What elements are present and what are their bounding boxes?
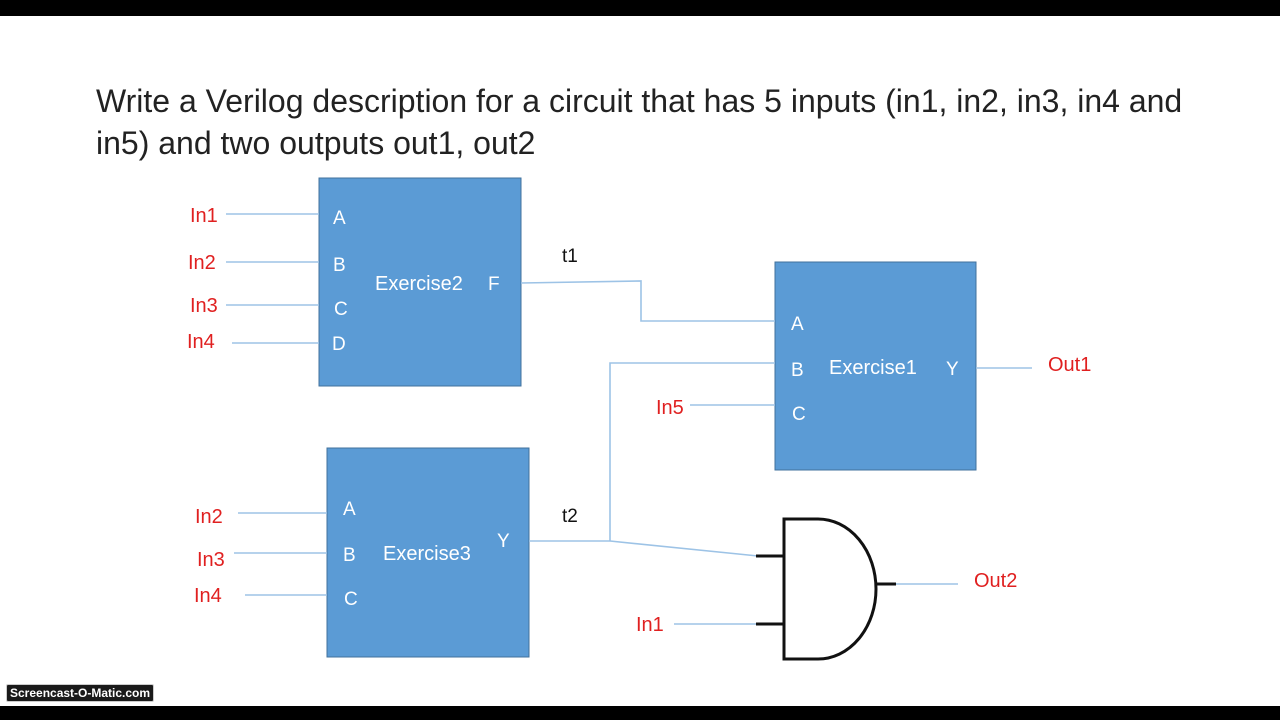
and-gate-body [782,517,878,661]
signal-in4: In4 [187,331,215,353]
signal-in2: In2 [188,252,216,274]
signal-in3: In3 [190,295,218,317]
exercise1-block [774,261,977,471]
wire-t2-to-and-gate [609,540,759,557]
wire-t1 [520,280,775,322]
exercise2-pin-d: D [332,334,346,355]
exercise1-pin-b: B [791,360,804,381]
exercise2-pin-a: A [333,208,346,229]
exercise3-pin-b: B [343,545,356,566]
exercise1-pin-c: C [792,404,806,425]
exercise2-pin-c: C [334,299,348,320]
exercise2-label: Exercise2 [375,273,463,295]
wire-t2-to-exercise1 [609,362,775,541]
signal-out1: Out1 [1048,354,1091,376]
exercise2-pin-f: F [488,274,500,295]
exercise2-pin-b: B [333,255,346,276]
exercise3-pin-a: A [343,499,356,520]
signal-in5: In5 [656,397,684,419]
exercise3-label: Exercise3 [383,543,471,565]
top-letterbox-bar [0,0,1280,16]
exercise1-pin-y: Y [946,359,959,380]
signal-exercise3-in2: In2 [195,506,223,528]
signal-in1: In1 [190,205,218,227]
signal-and-in1: In1 [636,614,664,636]
net-label-t1: t1 [562,246,578,267]
exercise1-pin-a: A [791,314,804,335]
and-gate [756,517,896,661]
screencast-watermark: Screencast-O-Matic.com [6,684,155,702]
question-text: Write a Verilog description for a circui… [96,83,1183,161]
bottom-letterbox-bar [0,706,1280,720]
signal-out2: Out2 [974,570,1017,592]
exercise3-pin-y: Y [497,531,510,552]
signal-exercise3-in3: In3 [197,549,225,571]
exercise2-block [318,177,522,387]
exercise3-pin-c: C [344,589,358,610]
exercise1-label: Exercise1 [829,357,917,379]
net-label-t2: t2 [562,506,578,527]
exercise3-block [326,447,530,658]
signal-exercise3-in4: In4 [194,585,222,607]
